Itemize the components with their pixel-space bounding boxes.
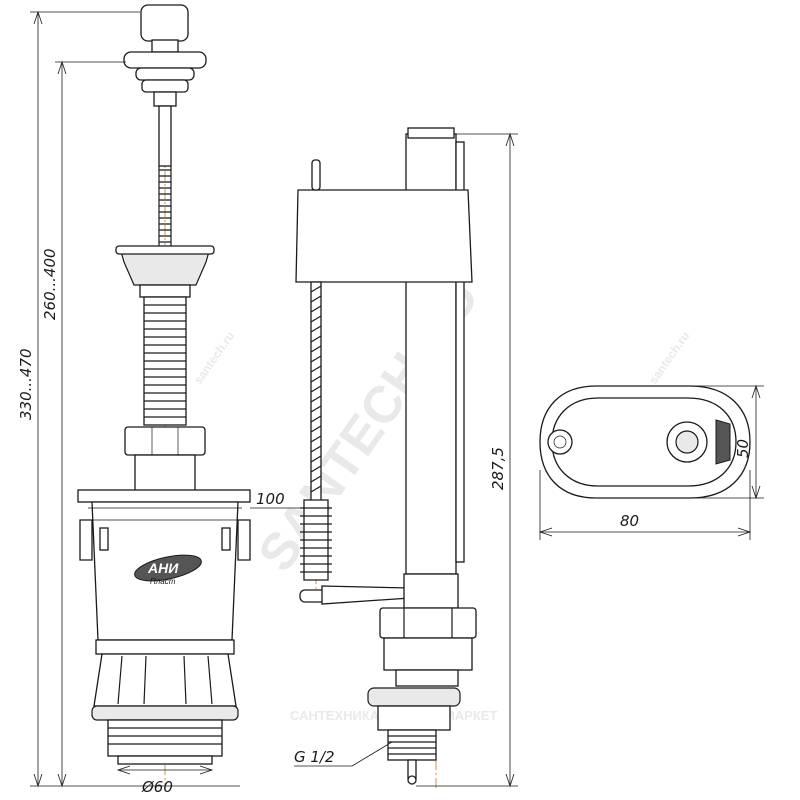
valve-nut: [379, 607, 477, 639]
valve-lower: [377, 705, 451, 731]
valve-thread: [387, 729, 437, 761]
drain-seal: [91, 705, 239, 721]
push-button-flange: [123, 51, 207, 69]
dim-total-label: 330...470: [17, 348, 35, 420]
valve-stem: [395, 669, 459, 687]
drain-cage-clip-left: [79, 519, 93, 561]
brand-logo-swoosh: [134, 554, 202, 582]
drain-cage-top: [77, 489, 251, 503]
drain-bottom: [117, 755, 213, 765]
dim-thread-label: G 1/2: [294, 748, 335, 766]
brand-logo-sub: Пласт: [150, 577, 176, 586]
dimensions: 330...470 260...400 100 287,5 50 80: [17, 10, 764, 796]
dim-base-label: Ø60: [141, 778, 173, 796]
drain-thread: [107, 719, 223, 757]
dim-valve-label: 287,5: [489, 447, 507, 490]
watermark-small-left: santech.ru: [191, 329, 237, 387]
dim-outline-h-label: 50: [734, 439, 752, 458]
drain-rod-spring: [159, 169, 171, 243]
drain-nut: [124, 426, 206, 456]
valve-thread-lines: [388, 735, 436, 755]
watermark-small-right: santech.ru: [646, 329, 692, 387]
fill-tube-back: [455, 141, 465, 563]
drain-bellows-ridges: [144, 304, 186, 418]
dim-total-arrow-top: [33, 10, 43, 25]
dim-lever-arrow-bottom: [57, 773, 67, 788]
valve-seal: [367, 687, 461, 707]
dim-outline-w-label: 80: [620, 512, 639, 530]
fill-valve: [295, 127, 477, 790]
float-rod-thread: [310, 285, 322, 493]
push-button-collar: [141, 79, 189, 93]
fill-tube-cap: [407, 127, 455, 139]
dim-valve-arrow-top: [505, 132, 515, 147]
drain-mechanism: АНИ Пласт: [77, 4, 251, 790]
outline-left-hole-inner: [553, 435, 567, 449]
dim-outline-h-arrow-bottom: [751, 485, 761, 500]
push-button-cap: [140, 4, 189, 42]
dim-valve-arrow-bottom: [505, 773, 515, 788]
valve-gasket: [383, 637, 473, 671]
valve-nut-lines: [403, 608, 453, 638]
drain-cone-lip: [115, 245, 215, 255]
dim-lever-arrow-top: [57, 60, 67, 75]
drain-cage-tab-right: [221, 527, 231, 551]
dim-outline-w-arrow-left: [538, 527, 553, 537]
dim-lever-label: 260...400: [41, 248, 59, 320]
dim-base-arrow-left: [116, 765, 131, 775]
valve-tip-end: [407, 775, 417, 785]
drain-rod: [158, 105, 172, 167]
brand-logo-text: АНИ: [147, 560, 179, 576]
dim-base-arrow-right: [199, 765, 214, 775]
drain-lower-body: [93, 653, 237, 707]
valve-tip: [407, 759, 417, 779]
dim-outline-h-arrow-top: [751, 384, 761, 399]
dim-outline-w-arrow-right: [737, 527, 752, 537]
dim-float-label: 100: [256, 490, 285, 508]
float-rod-top: [311, 159, 321, 191]
drain-cone-base: [139, 284, 191, 298]
dim-thread-leader-d: [351, 741, 393, 767]
drain-thread-lines: [108, 727, 222, 745]
drain-cage-tab-left: [99, 527, 109, 551]
top-view-outline: [539, 385, 751, 499]
outline-shell-inner: [551, 397, 737, 487]
drain-lower-ring: [95, 639, 235, 655]
lower-float-ribs: [300, 507, 332, 573]
push-button-ring: [135, 67, 195, 81]
float-box: [295, 189, 473, 283]
outline-right-hole-inner: [675, 430, 699, 454]
outline-right-clip: [715, 419, 731, 465]
brand-logo: АНИ Пласт: [134, 554, 202, 586]
drain-cage-clip-right: [237, 519, 251, 561]
linkage-arm: [321, 585, 411, 605]
drain-neck: [134, 454, 196, 492]
push-button-neck: [151, 39, 179, 53]
drain-lower-ribs: [117, 655, 213, 705]
outline-left-hole: [547, 429, 573, 455]
dim-total-arrow-bottom: [33, 773, 43, 788]
valve-collar: [403, 573, 459, 609]
push-button-stem-top: [153, 91, 177, 107]
